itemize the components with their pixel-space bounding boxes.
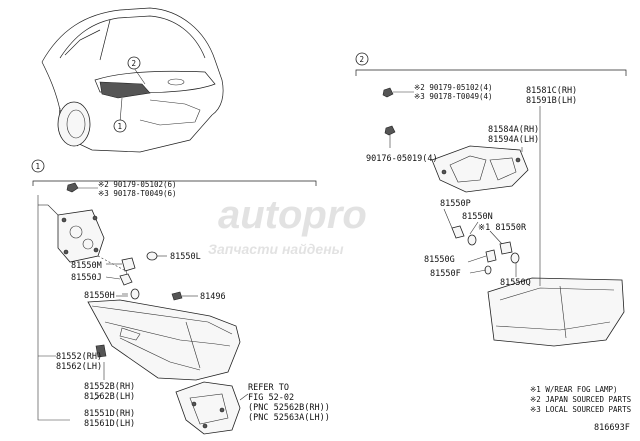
label-81550H: 81550H	[84, 291, 115, 301]
label-81594A: 81594A(LH)	[488, 135, 539, 145]
label-81552: 81552(RH)	[56, 352, 102, 362]
socket-81550R	[499, 241, 513, 255]
svg-text:(PNC 52563A(LH)): (PNC 52563A(LH))	[248, 413, 330, 423]
label-81550F: 81550F	[430, 269, 461, 279]
label-81550G: 81550G	[424, 255, 455, 265]
bulb-81550L	[146, 251, 167, 261]
back-door-gasket	[431, 145, 529, 193]
legend: ※1 W/REAR FOG LAMP) ※2 JAPAN SOURCED PAR…	[530, 385, 632, 414]
svg-text:2: 2	[132, 59, 137, 68]
socket-81550P	[451, 225, 465, 239]
svg-text:※2 90179-05102(6): ※2 90179-05102(6)	[98, 180, 177, 189]
socket-81550G	[485, 249, 497, 263]
label-81561D: 81561D(LH)	[84, 419, 135, 429]
svg-text:※1 W/REAR FOG LAMP): ※1 W/REAR FOG LAMP)	[530, 385, 618, 394]
label-81550N: 81550N	[462, 212, 493, 222]
watermark-logo: autopro	[218, 193, 367, 237]
figure-code: 816693F	[594, 423, 630, 433]
svg-text:※2 JAPAN SOURCED PARTS: ※2 JAPAN SOURCED PARTS	[530, 395, 632, 404]
svg-text:※3 90178-T0049(4): ※3 90178-T0049(4)	[414, 92, 493, 101]
label-81552B: 81552B(RH)	[84, 382, 135, 392]
rear-combination-lamp	[87, 299, 241, 381]
label-81550P: 81550P	[440, 199, 471, 209]
svg-text:※3 90178-T0049(6): ※3 90178-T0049(6)	[98, 189, 177, 198]
callout-2-car: 2	[127, 56, 141, 70]
svg-text:(PNC 52562B(RH)): (PNC 52562B(RH))	[248, 403, 330, 413]
back-door-lamp	[487, 277, 625, 347]
label-81550R: ※1 81550R	[478, 223, 527, 233]
refer-note: REFER TO FIG 52-02 (PNC 52562B(RH)) (PNC…	[248, 383, 330, 423]
label-81550L: 81550L	[170, 252, 201, 262]
label-81550M: 81550M	[71, 261, 102, 271]
svg-text:※2 90179-05102(4): ※2 90179-05102(4)	[414, 83, 493, 92]
svg-text:2: 2	[360, 55, 365, 64]
screw-group-2: ※2 90179-05102(4) ※3 90178-T0049(4)	[382, 83, 493, 101]
label-90176: 90176-05019(4)	[366, 154, 438, 164]
label-81562: 81562(LH)	[56, 362, 102, 372]
bracket-part	[175, 381, 249, 435]
label-81550J: 81550J	[71, 273, 102, 283]
leaders-section-2	[443, 106, 541, 286]
section-2-frame: 2	[355, 52, 627, 76]
car-overview	[41, 7, 224, 153]
gasket-plate	[47, 204, 125, 271]
svg-text:REFER TO: REFER TO	[248, 383, 289, 393]
callout-1-car: 1	[113, 119, 127, 133]
svg-text:1: 1	[118, 122, 123, 131]
label-81550Q: 81550Q	[500, 278, 531, 288]
label-81591B: 81591B(LH)	[526, 96, 577, 106]
bulb-81550Q	[510, 252, 520, 264]
svg-text:1: 1	[36, 162, 41, 171]
label-81551D: 81551D(RH)	[84, 409, 135, 419]
watermark: autopro Запчасти найдены	[208, 193, 367, 257]
screw-group-1: ※2 90179-05102(6) ※3 90178-T0049(6)	[66, 180, 177, 198]
bulb-81550N	[467, 234, 477, 246]
screw-90176	[384, 125, 396, 148]
watermark-text: Запчасти найдены	[208, 241, 344, 257]
bulb-81550H	[122, 288, 140, 300]
label-81562B: 81562B(LH)	[84, 392, 135, 402]
nut-81496	[171, 291, 198, 301]
svg-text:FIG 52-02: FIG 52-02	[248, 393, 294, 403]
leaders-section-1	[37, 195, 128, 421]
section-1-frame: 1	[31, 159, 317, 186]
socket-81550J	[119, 273, 133, 286]
label-81496: 81496	[200, 292, 226, 302]
svg-text:※3 LOCAL SOURCED PARTS: ※3 LOCAL SOURCED PARTS	[530, 405, 632, 414]
label-81581C: 81581C(RH)	[526, 86, 577, 96]
label-81584A: 81584A(RH)	[488, 125, 539, 135]
